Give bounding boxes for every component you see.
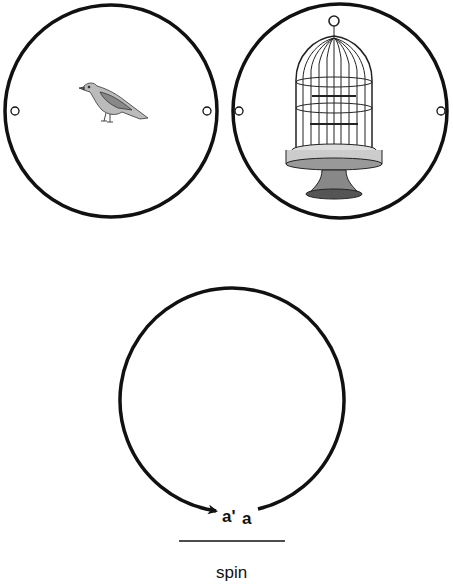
- bird-disc: [5, 5, 217, 217]
- cage-disc: [233, 4, 447, 218]
- bird-picture: [79, 83, 148, 122]
- caption-text: spin: [216, 564, 247, 581]
- point-label: a': [222, 508, 236, 525]
- spin-arrow: [120, 288, 344, 511]
- point-label: a: [242, 510, 251, 527]
- underline: [179, 540, 285, 541]
- birdcage-picture: [286, 16, 382, 199]
